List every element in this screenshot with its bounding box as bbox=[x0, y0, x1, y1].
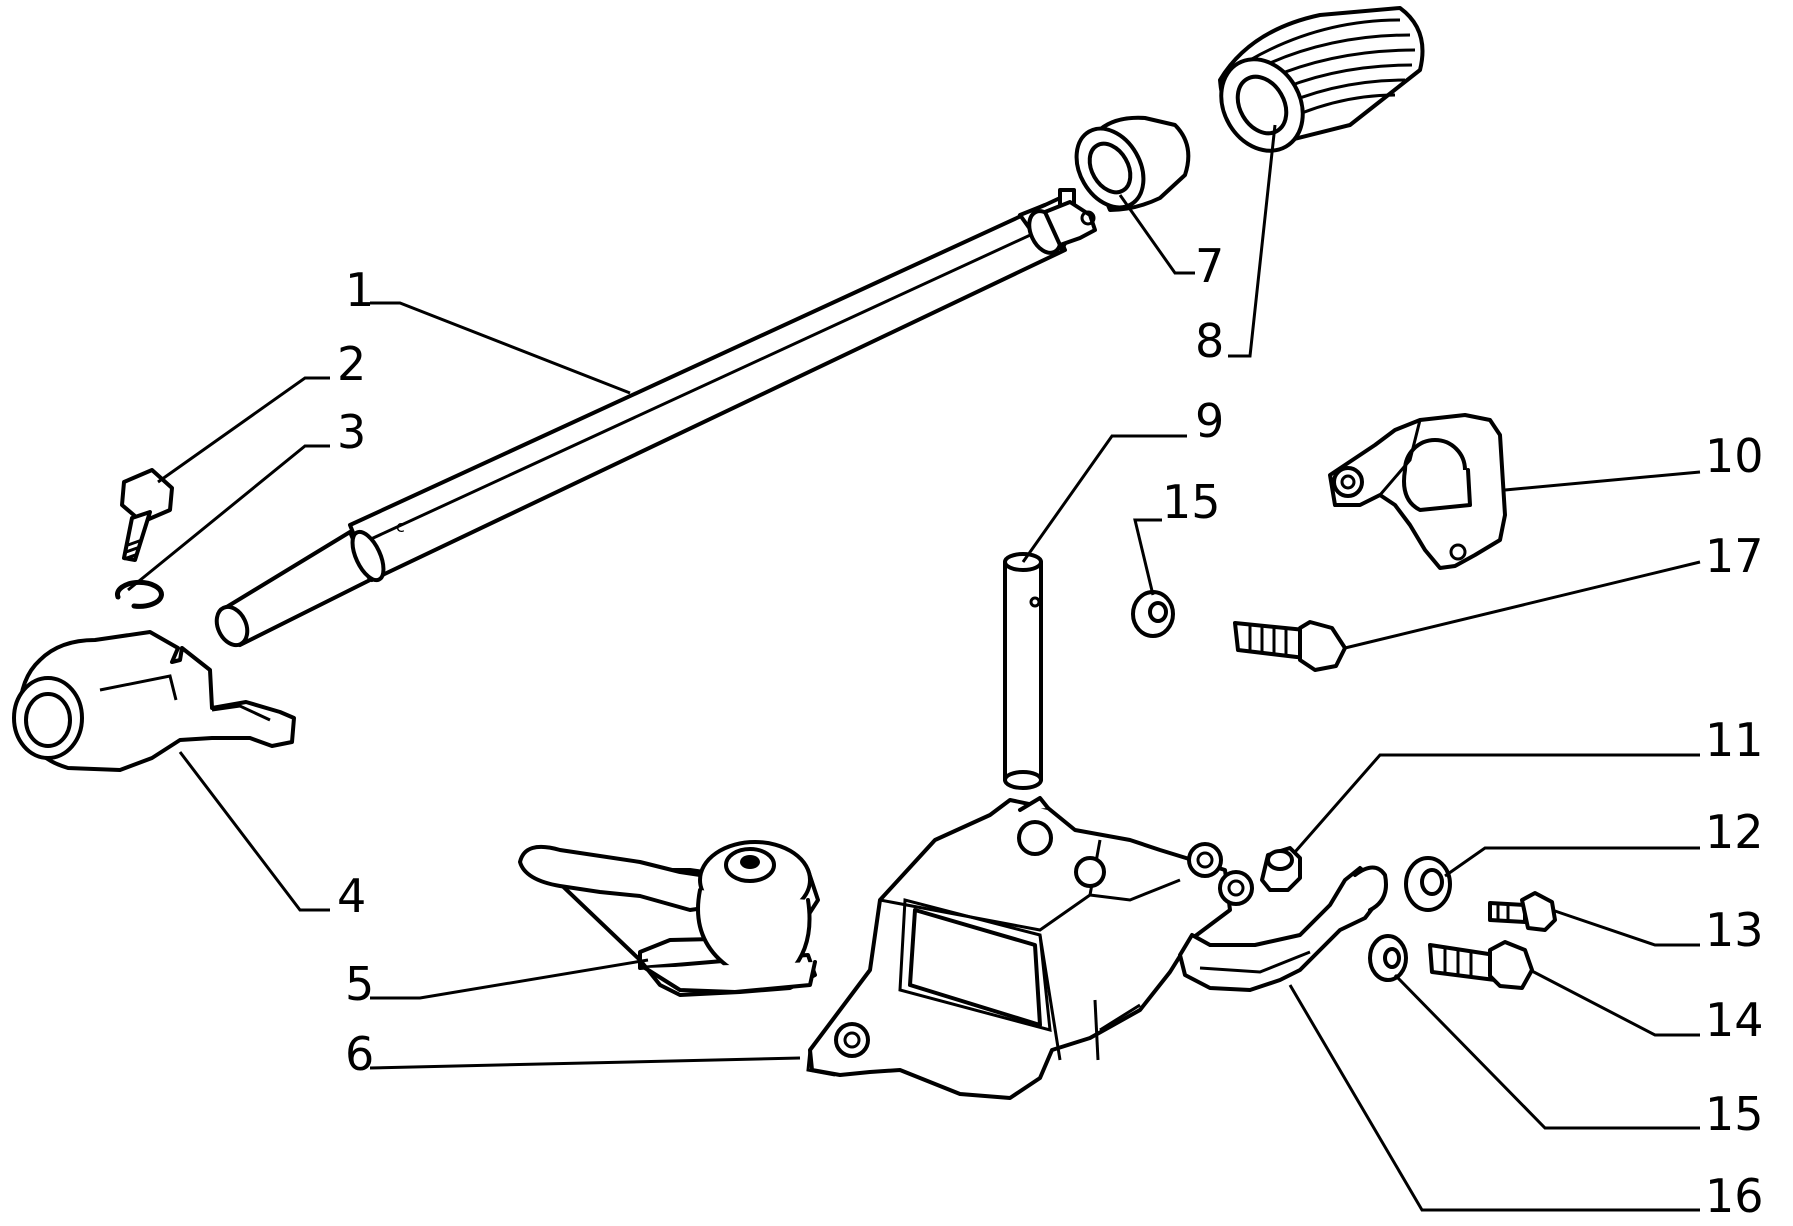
callout-10: 10 bbox=[1705, 429, 1764, 483]
callout-5: 5 bbox=[345, 957, 374, 1011]
callout-15-upper: 15 bbox=[1162, 475, 1221, 529]
callout-4: 4 bbox=[337, 869, 366, 923]
callout-labels: 1 2 3 4 5 6 7 8 9 10 15 17 11 12 13 14 1… bbox=[337, 239, 1764, 1223]
callout-16: 16 bbox=[1705, 1169, 1764, 1223]
part-8-spring bbox=[1218, 6, 1425, 153]
part-6-housing bbox=[806, 796, 1254, 1100]
part-17-bolt bbox=[1233, 620, 1347, 672]
leader-lines bbox=[127, 124, 1701, 1212]
part-10-bracket bbox=[1328, 413, 1507, 570]
callout-8: 8 bbox=[1195, 314, 1224, 368]
callout-17: 17 bbox=[1705, 529, 1764, 583]
part-1-selector-shaft: c bbox=[214, 188, 1097, 648]
part-15-washer-lower bbox=[1368, 934, 1408, 982]
part-11-spacer bbox=[1260, 846, 1302, 892]
part-12-washer bbox=[1404, 856, 1452, 912]
part-16-spring-clip bbox=[1178, 865, 1388, 992]
callout-2: 2 bbox=[337, 337, 366, 391]
callout-14: 14 bbox=[1705, 993, 1764, 1047]
callout-1: 1 bbox=[345, 263, 374, 317]
callout-15-lower: 15 bbox=[1705, 1087, 1764, 1141]
part-4-shift-fork bbox=[12, 630, 296, 772]
part-7-bushing bbox=[1074, 115, 1191, 212]
callout-11: 11 bbox=[1705, 713, 1764, 767]
part-14-bolt bbox=[1428, 940, 1534, 990]
callout-13: 13 bbox=[1705, 903, 1764, 957]
callout-6: 6 bbox=[345, 1027, 374, 1081]
svg-text:c: c bbox=[396, 517, 405, 536]
part-9-pin bbox=[1003, 552, 1043, 790]
callout-3: 3 bbox=[337, 405, 366, 459]
part-2-bolt bbox=[120, 468, 174, 562]
part-15-washer-upper bbox=[1131, 590, 1175, 638]
part-13-bolt bbox=[1488, 891, 1557, 932]
callout-7: 7 bbox=[1195, 239, 1224, 293]
callout-9: 9 bbox=[1195, 394, 1224, 448]
callout-12: 12 bbox=[1705, 805, 1764, 859]
part-5-lever-pivot bbox=[518, 840, 820, 997]
part-3-circlip bbox=[114, 579, 164, 609]
